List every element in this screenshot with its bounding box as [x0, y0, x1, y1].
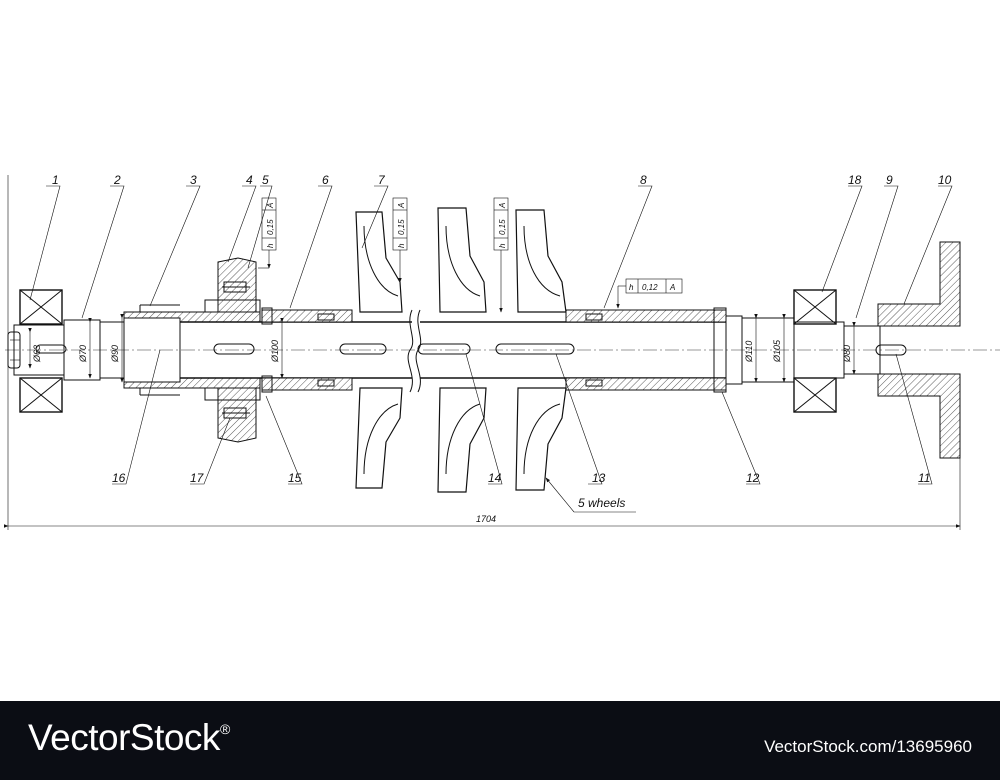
bearing-18 [793, 289, 837, 413]
tolerance-frame-4 [616, 278, 683, 309]
tol-2-value: 0,15 [397, 219, 406, 235]
callout-3: 3 [190, 173, 197, 187]
footer-bar: VectorStock® VectorStock.com/13695960 [0, 701, 1000, 780]
impeller-wheel-1 [355, 211, 403, 489]
tolerance-frame-2 [392, 197, 408, 283]
callout-9: 9 [886, 173, 893, 187]
callout-5: 5 [262, 173, 269, 187]
callout-14: 14 [488, 471, 502, 485]
image-id-label: VectorStock.com/13695960 [764, 737, 972, 756]
callout-1: 1 [52, 173, 59, 187]
tol-1-value: 0,15 [266, 219, 275, 235]
registered-mark: ® [219, 721, 230, 737]
callout-4: 4 [246, 173, 253, 187]
tol-2-symbol: h [397, 243, 406, 248]
flange-upper [204, 257, 261, 313]
tol-3-value: 0,15 [498, 219, 507, 235]
diameter-label-90: Ø90 [110, 345, 120, 363]
key-left [35, 344, 67, 354]
diameter-label-100: Ø100 [270, 340, 280, 363]
impeller-wheel-3 [515, 209, 567, 491]
diameter-label-63: Ø63 [32, 345, 42, 363]
diameter-label-70: Ø70 [78, 345, 88, 363]
hub-sleeve-left [261, 307, 353, 393]
tol-4-value: 0,12 [642, 283, 658, 292]
brand-logo: VectorStock® [28, 717, 230, 759]
diameter-label-105: Ø105 [772, 339, 782, 363]
tolerance-frame-1 [258, 197, 277, 269]
tol-4-symbol: h [629, 283, 634, 292]
callout-18: 18 [848, 173, 862, 187]
callout-7: 7 [378, 173, 386, 187]
tol-1-datum: A [266, 203, 275, 209]
tolerance-frame-3 [493, 197, 509, 313]
tol-2-datum: A [397, 203, 406, 209]
callout-2: 2 [113, 173, 121, 187]
hub-sleeve-right [565, 307, 727, 393]
brand-name: VectorStock [28, 717, 220, 758]
shaft-assembly-drawing: Ø63 Ø70 Ø90 Ø100 Ø110 Ø105 Ø80 h 0,15 A … [3, 173, 1000, 530]
callout-15: 15 [288, 471, 302, 485]
tol-3-symbol: h [498, 243, 507, 248]
callout-8: 8 [640, 173, 647, 187]
callout-11: 11 [918, 471, 930, 485]
diameter-dimensions [28, 313, 856, 383]
impeller-wheel-2 [437, 207, 487, 493]
callout-16: 16 [112, 471, 126, 485]
leader-lines [29, 185, 953, 513]
tol-1-symbol: h [266, 243, 275, 248]
coupling-flange [877, 241, 961, 459]
callout-17: 17 [190, 471, 205, 485]
callout-13: 13 [592, 471, 606, 485]
wheels-note: 5 wheels [578, 496, 625, 510]
overall-length-label: 1704 [476, 514, 496, 524]
left-shaft-end [7, 319, 125, 381]
tol-3-datum: A [498, 203, 507, 209]
flange-lower [204, 387, 261, 443]
diameter-label-110: Ø110 [744, 341, 754, 363]
diameter-label-80: Ø80 [842, 345, 852, 363]
bearing-1 [19, 289, 63, 413]
tol-4-datum: A [669, 283, 675, 292]
callout-10: 10 [938, 173, 952, 187]
callout-12: 12 [746, 471, 760, 485]
callout-6: 6 [322, 173, 329, 187]
